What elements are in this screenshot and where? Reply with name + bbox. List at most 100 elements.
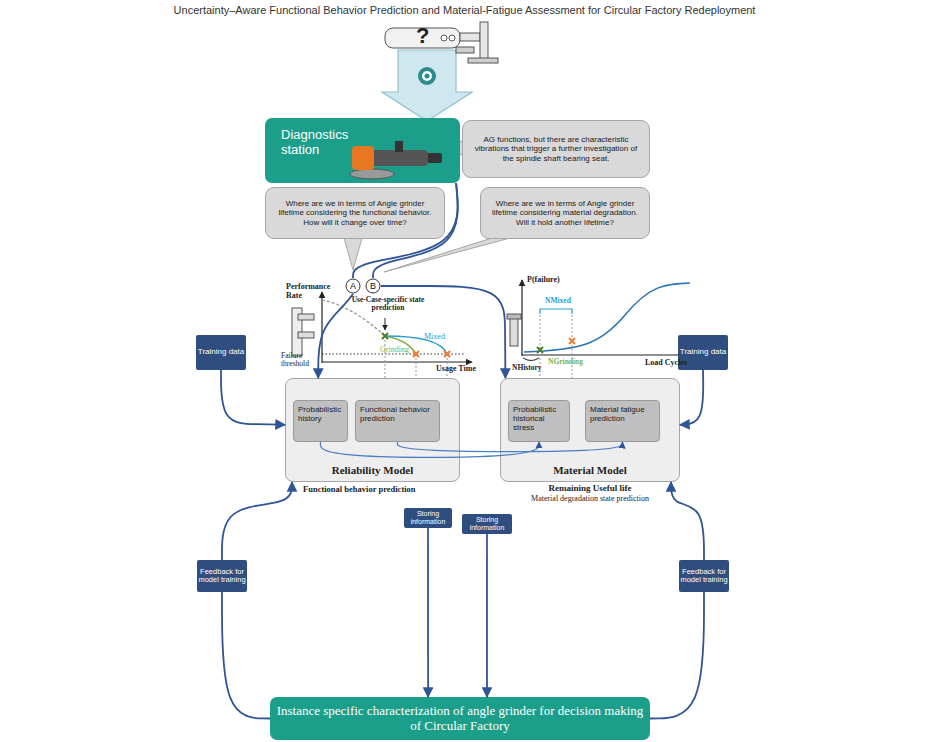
cycle-label: NHistory	[512, 364, 542, 372]
clamp-bar	[480, 22, 488, 60]
y-axis	[321, 292, 322, 363]
history-brace	[523, 358, 539, 361]
node-text: Where are we in terms of Angle grinder l…	[272, 199, 438, 227]
clamp-icon	[298, 332, 314, 338]
circle-outline	[346, 279, 360, 293]
y-axis	[521, 280, 522, 356]
curve-label: Grinding	[380, 346, 409, 355]
output-label: Remaining Useful life	[520, 484, 660, 494]
failure-marker	[444, 351, 450, 357]
curve-label: Mixed	[424, 333, 445, 342]
data-box: Training data	[196, 335, 246, 370]
node-text: AG functions, but there are characterist…	[469, 135, 643, 163]
grinder-disc	[350, 169, 394, 179]
clamp-hole	[449, 35, 455, 41]
grinder-body	[362, 150, 430, 166]
connector-arrow	[373, 183, 458, 278]
clamp-icon	[292, 308, 302, 356]
node-text: Functional behavior prediction	[360, 405, 435, 423]
threshold-label: Failure threshold	[281, 352, 321, 369]
process-box: Probabilistic historical stress	[508, 400, 570, 442]
pointer-arrow	[385, 318, 386, 330]
storage-box: Storing information	[404, 508, 452, 528]
connector-arrow	[318, 294, 353, 378]
axis-label: Load Cycles	[645, 359, 687, 368]
bolt-icon	[510, 318, 518, 346]
circular-icon	[422, 71, 432, 81]
x-axis	[322, 361, 472, 362]
station-box: Diagnostics station	[265, 118, 460, 183]
branch-circle: B	[365, 278, 381, 294]
node-text: Storing information	[404, 510, 452, 525]
feedback-box: Feedback for model training	[679, 560, 729, 592]
failure-probability-curve	[524, 283, 690, 352]
clamp-icon	[298, 314, 314, 320]
speech-bubble: Where are we in terms of Angle grinder l…	[480, 187, 650, 239]
connector-arrow	[650, 592, 704, 719]
node-text: Training data	[680, 348, 726, 357]
axis-label: Performance Rate	[286, 283, 331, 301]
output-label: Functional behavior prediction	[303, 485, 416, 494]
speech-bubble: AG functions, but there are characterist…	[462, 120, 650, 178]
model-box: Reliability Model Probabilistic history Fu…	[285, 378, 460, 482]
question-mark: ?	[416, 24, 429, 48]
output-label: Material degradation state prediction	[515, 495, 665, 504]
axis-label: Usage Time	[436, 365, 476, 374]
circular-icon	[425, 74, 430, 79]
model-box: Material Model Probabilistic historical s…	[500, 378, 680, 482]
grinder-head	[352, 146, 374, 170]
failure-marker	[569, 338, 575, 344]
connector-arrow	[222, 482, 292, 560]
node-text: Storing information	[462, 516, 512, 531]
clamp-handle	[460, 33, 480, 41]
node-text: Probabilistic historical stress	[513, 405, 565, 433]
bracket-line	[572, 314, 573, 341]
connector-arrow	[320, 442, 539, 457]
diagram-title: Uncertainty–Aware Functional Behavior Pr…	[0, 4, 929, 16]
node-text: Probabilistic history	[298, 405, 343, 423]
connector-arrow	[221, 370, 285, 425]
node-text: Material Model	[501, 464, 679, 477]
clamp-jaw	[456, 47, 474, 53]
state-marker	[382, 333, 388, 339]
node-text: Material fatigue prediction	[590, 405, 655, 423]
node-text: B	[370, 281, 376, 291]
branch-circle: A	[345, 278, 361, 294]
axis-label: P(failure)	[527, 276, 560, 285]
bubble-tail	[344, 238, 362, 270]
storage-box: Storing information	[462, 514, 512, 534]
grinder-handle	[395, 141, 403, 152]
input-arrow	[382, 50, 472, 121]
cycle-label: NGrinding	[548, 358, 583, 366]
node-text: Feedback for model training	[679, 568, 729, 585]
bracket-line	[540, 314, 541, 349]
bubble-tail	[384, 238, 510, 272]
failure-marker	[413, 351, 419, 357]
node-text: Diagnostics station	[281, 128, 371, 158]
node-text: Training data	[198, 348, 244, 357]
state-marker	[537, 347, 543, 353]
connector-arrow	[671, 482, 704, 560]
annotation: Use-Case-specific state prediction	[348, 296, 428, 313]
clamp-foot	[468, 58, 498, 63]
connector-arrow	[353, 183, 458, 278]
node-text: Feedback for model training	[197, 568, 247, 585]
node-text: Reliability Model	[286, 464, 459, 477]
result-box: Instance specific characterization of an…	[270, 697, 650, 740]
node-text: Instance specific characterization of an…	[270, 704, 650, 734]
connector-arrow	[222, 592, 270, 719]
connector-arrow	[680, 370, 703, 425]
process-box: Functional behavior prediction	[355, 400, 440, 442]
connector-arrow	[486, 534, 488, 697]
connector-group	[221, 183, 704, 719]
grinder-tail	[428, 153, 442, 163]
circular-icon	[418, 67, 436, 85]
feedback-box: Feedback for model training	[197, 560, 247, 592]
clamp-hole	[441, 35, 447, 41]
process-box: Probabilistic history	[293, 400, 348, 442]
cycle-label: NMixed	[545, 297, 571, 305]
mixed-bracket	[540, 309, 572, 314]
circle-outline	[366, 279, 380, 293]
speech-bubble: Where are we in terms of Angle grinder l…	[265, 187, 445, 239]
